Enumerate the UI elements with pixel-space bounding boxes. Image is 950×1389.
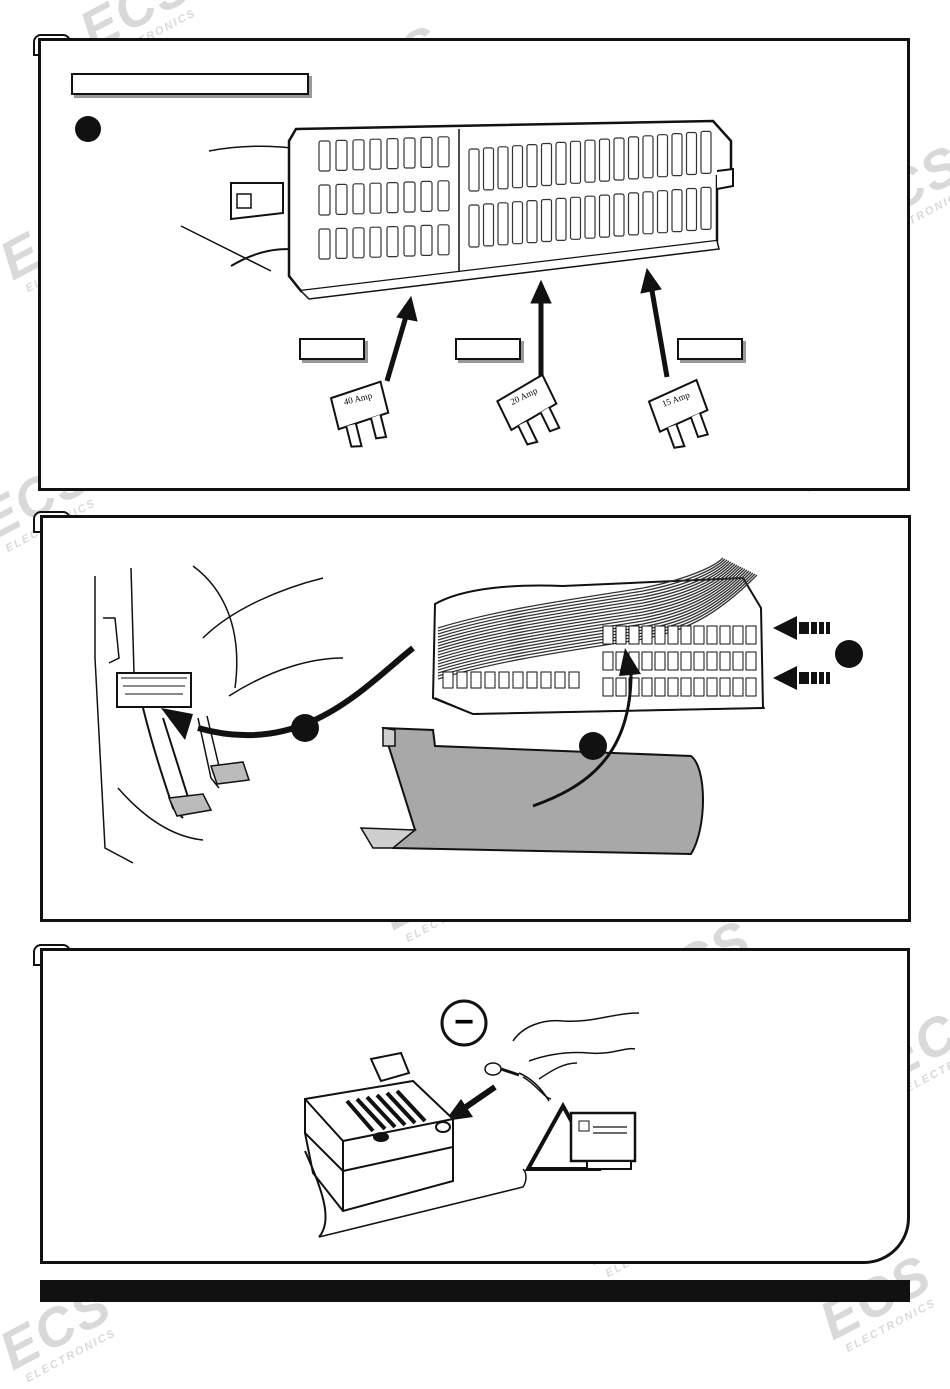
marker-dot xyxy=(835,640,863,668)
relay-grid xyxy=(442,625,757,697)
step-1-illustration xyxy=(75,116,734,382)
footer-bar xyxy=(40,1280,910,1302)
marker-dot xyxy=(579,732,607,760)
step-1-panel: 40 Amp 20 Amp 15 Amp xyxy=(38,38,910,491)
wiring-loom xyxy=(437,557,758,680)
marker-dot xyxy=(291,714,319,742)
fuse-box-cover xyxy=(359,726,704,856)
step-3-illustration xyxy=(304,999,640,1238)
negative-terminal-badge xyxy=(440,999,488,1047)
step-1-title-box xyxy=(71,73,309,95)
fuse-label-box-1 xyxy=(299,338,365,360)
curved-arrow-left xyxy=(197,645,415,739)
step-2-illustration xyxy=(94,557,863,864)
clip-arrows xyxy=(773,616,830,690)
negative-symbol: − xyxy=(454,1003,474,1041)
blade-fuse-20: 20 Amp xyxy=(491,371,575,458)
fuse-arrows xyxy=(384,267,670,382)
curved-arrow-up xyxy=(532,667,633,808)
blade-fuse-15: 15 Amp xyxy=(643,377,723,461)
footwell xyxy=(94,565,344,864)
battery xyxy=(304,1051,527,1238)
fuse-label-box-3 xyxy=(677,338,743,360)
marker-dot xyxy=(75,116,101,142)
radio-display-icon xyxy=(569,1111,637,1170)
step-3-panel: − xyxy=(40,948,910,1264)
fuse-slots xyxy=(318,130,712,260)
fuse-label-box-2 xyxy=(455,338,521,360)
step-2-panel xyxy=(40,515,911,922)
blade-fuse-40: 40 Amp xyxy=(326,379,401,459)
hand-disconnecting-terminal xyxy=(484,1012,640,1102)
